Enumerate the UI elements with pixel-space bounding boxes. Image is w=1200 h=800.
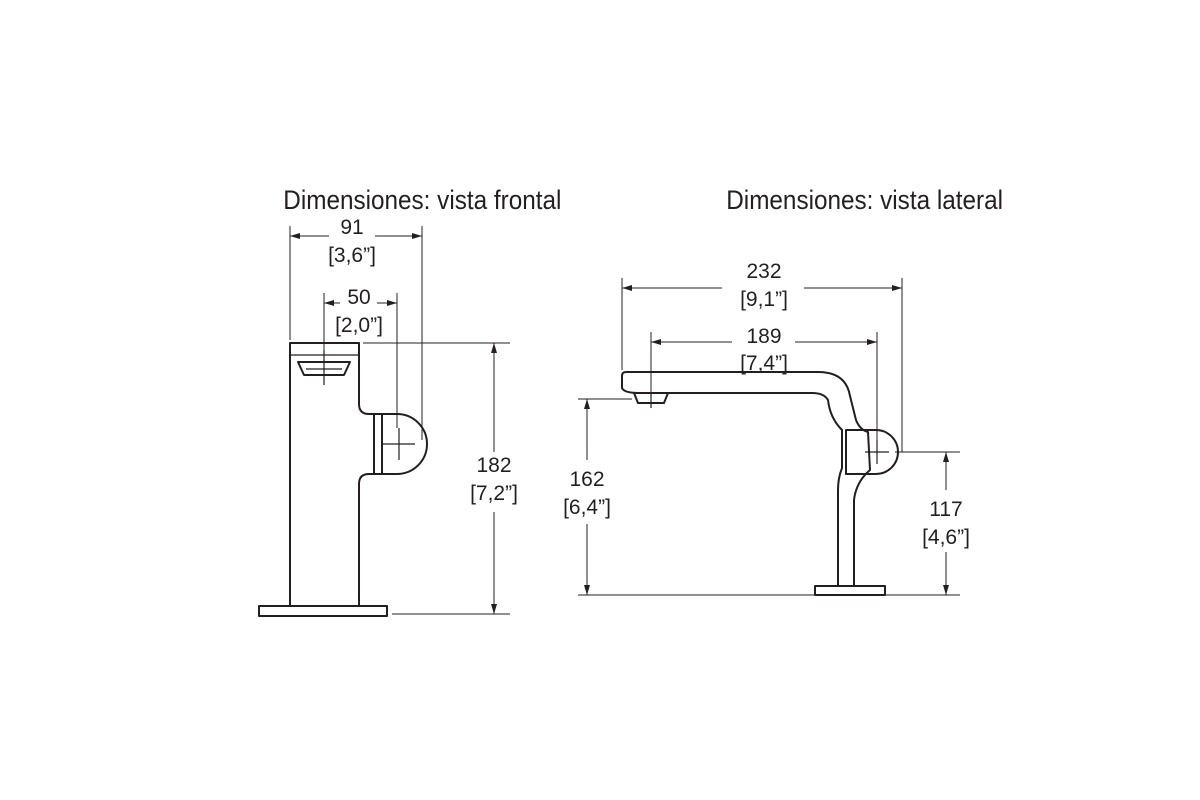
front-width-total-mm: 91 bbox=[340, 216, 363, 239]
front-height-total-in: [7,2”] bbox=[470, 482, 518, 505]
side-handle bbox=[845, 429, 899, 475]
side-base-plate bbox=[814, 585, 886, 596]
side-length-total-dimension: 232 [9,1”] bbox=[622, 260, 902, 311]
front-handle bbox=[373, 413, 428, 475]
side-length-total-mm: 232 bbox=[746, 260, 781, 283]
front-body bbox=[289, 342, 383, 606]
side-height-handle-in: [4,6”] bbox=[922, 526, 970, 549]
side-height-handle-dimension: 117 [4,6”] bbox=[922, 452, 970, 595]
front-width-outlet-mm: 50 bbox=[347, 286, 370, 309]
side-body bbox=[621, 371, 871, 587]
side-length-spout-in: [7,4”] bbox=[740, 352, 788, 375]
front-height-total-mm: 182 bbox=[476, 454, 511, 477]
front-width-outlet-in: [2,0”] bbox=[335, 314, 383, 337]
side-length-spout-mm: 189 bbox=[746, 325, 781, 348]
front-height-total-dimension: 182 [7,2”] bbox=[470, 343, 518, 614]
side-aerator bbox=[633, 392, 669, 404]
front-width-total-dimension: 91 [3,6”] bbox=[290, 216, 422, 267]
front-width-total-in: [3,6”] bbox=[328, 244, 376, 267]
side-length-total-in: [9,1”] bbox=[740, 288, 788, 311]
front-width-outlet-dimension: 50 [2,0”] bbox=[324, 286, 397, 337]
side-length-spout-dimension: 189 [7,4”] bbox=[651, 325, 877, 375]
side-height-spout-in: [6,4”] bbox=[563, 496, 611, 519]
side-view-title: Dimensiones: vista lateral bbox=[726, 186, 1003, 215]
side-view-faucet bbox=[621, 371, 899, 596]
front-base-plate bbox=[258, 605, 388, 617]
front-view-faucet bbox=[258, 342, 428, 617]
front-aerator bbox=[297, 361, 351, 376]
side-height-spout-mm: 162 bbox=[569, 468, 604, 491]
side-height-spout-dimension: 162 [6,4”] bbox=[563, 399, 611, 595]
front-view-title: Dimensiones: vista frontal bbox=[283, 186, 561, 215]
side-height-handle-mm: 117 bbox=[929, 498, 962, 521]
